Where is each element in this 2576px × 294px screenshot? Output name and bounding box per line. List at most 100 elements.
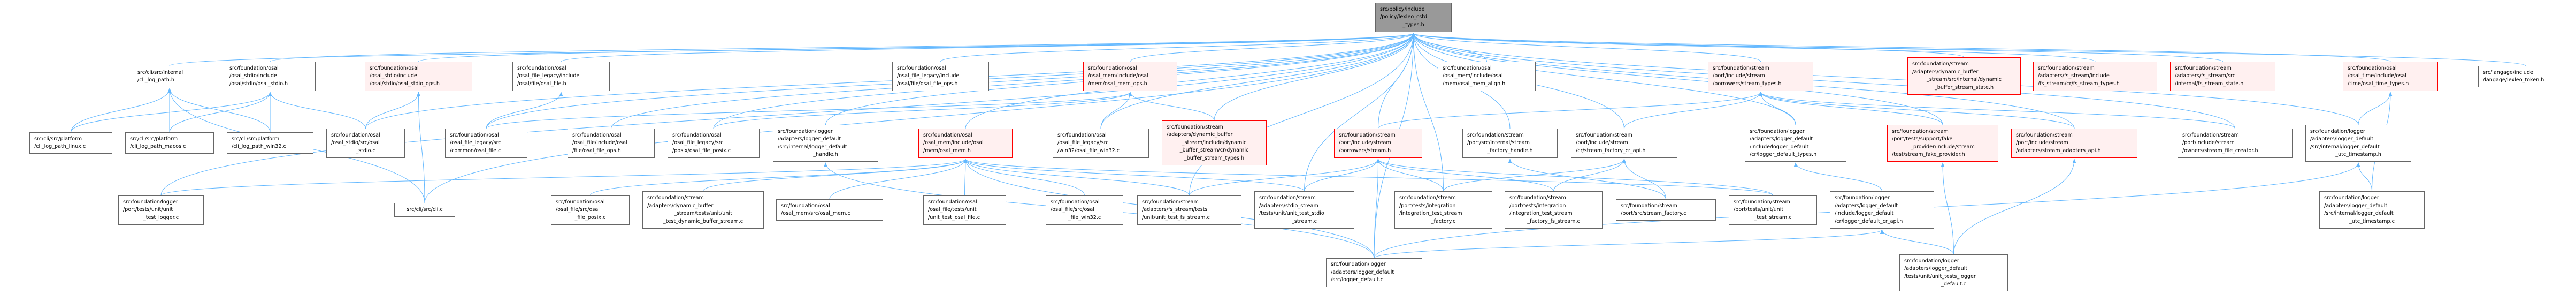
node-label-line: /mem/osal_mem_align.h: [1443, 80, 1506, 87]
node-label-line: /common/osal_file.c: [450, 147, 501, 154]
graph-node-cli-log-path-h[interactable]: src/cli/src/internal/cli_log_path.h: [133, 66, 206, 87]
node-label-line: /borrowers/stream.h: [1339, 147, 1391, 154]
node-label-line: _test_logger.c: [143, 214, 179, 221]
node-label-line: src/cli/src/cli.c: [407, 206, 443, 213]
graph-node-osal-file-h[interactable]: src/foundation/osal/osal_file_legacy/inc…: [512, 62, 610, 91]
graph-node-unit-test-stream-c[interactable]: src/foundation/stream/port/tests/unit/un…: [1729, 195, 1817, 225]
include-edge: [71, 88, 172, 133]
node-label-line: src/foundation/osal: [1443, 65, 1492, 71]
graph-node-stream-factory-c[interactable]: src/foundation/stream/port/src/stream_fa…: [1616, 199, 1716, 221]
graph-node-stream-factory-cr-api-h[interactable]: src/foundation/stream/port/include/strea…: [1571, 129, 1677, 158]
graph-node-osal-stdio-c[interactable]: src/foundation/osal/osal_stdio/src/osal_…: [326, 129, 405, 158]
node-label-line: /port/include/stream: [1339, 140, 1391, 146]
graph-node-cli-log-path-win32-c[interactable]: src/cli/src/platform/cli_log_path_win32.…: [227, 132, 313, 154]
graph-node-stream-h[interactable]: src/foundation/stream/port/include/strea…: [1334, 129, 1422, 158]
node-label-line: src/foundation/osal: [897, 65, 946, 71]
graph-node-osal-file-c[interactable]: src/foundation/osal/osal_file_legacy/src…: [445, 129, 527, 158]
include-edge: [713, 92, 1132, 129]
include-edge: [1189, 159, 1381, 196]
graph-node-lexleo-token-h[interactable]: src/langage/include/langage/lexleo_token…: [2478, 66, 2573, 87]
graph-node-logger-default-handle-h[interactable]: src/foundation/logger/adapters/logger_de…: [773, 125, 878, 162]
include-edge: [963, 159, 1190, 196]
node-label-line: _buffer_stream/cr/dynamic: [1179, 147, 1249, 154]
graph-node-unit-test-stdio-stream-c[interactable]: src/foundation/stream/adapters/stdio_str…: [1254, 191, 1354, 229]
graph-node-stream-file-creator-h[interactable]: src/foundation/stream/port/include/strea…: [2178, 129, 2293, 158]
graph-node-dbs-types-h[interactable]: src/foundation/stream/adapters/dynamic_b…: [1162, 120, 1267, 165]
node-label-line: /cr/stream_factory_cr_api.h: [1576, 147, 1646, 154]
graph-node-fs-stream-types-h[interactable]: src/foundation/stream/adapters/fs_stream…: [2033, 62, 2157, 91]
graph-node-integration-test-fs-c[interactable]: src/foundation/stream/port/tests/integra…: [1505, 191, 1603, 229]
graph-node-unit-test-dbs-c[interactable]: src/foundation/stream/adapters/dynamic_b…: [642, 191, 764, 229]
node-label-line: /include/logger_default: [1750, 144, 1809, 150]
graph-node-fake-provider-h[interactable]: src/foundation/stream/port/tests/support…: [1887, 125, 1998, 162]
graph-node-osal-file-ops-legacy-h[interactable]: src/foundation/osal/osal_file_legacy/inc…: [892, 62, 989, 91]
graph-node-unit-test-osal-file-c[interactable]: src/foundation/osal/osal_file/tests/unit…: [923, 195, 1006, 225]
graph-node-unit-tests-logger-default-c[interactable]: src/foundation/logger/adapters/logger_de…: [1899, 254, 2008, 291]
node-label-line: /adapters/stdio_stream: [1259, 202, 1318, 209]
graph-node-cli-log-path-macos-c[interactable]: src/cli/src/platform/cli_log_path_macos.…: [125, 132, 214, 154]
graph-node-osal-mem-align-h[interactable]: src/foundation/osal/osal_mem/include/osa…: [1438, 62, 1536, 91]
graph-node-osal-stdio-ops-h[interactable]: src/foundation/osal/osal_stdio/include/o…: [365, 62, 472, 91]
graph-node-fs-stream-state-h[interactable]: src/foundation/stream/adapters/fs_stream…: [2170, 62, 2275, 91]
include-edge: [1624, 92, 1763, 129]
include-edge: [486, 92, 1132, 129]
graph-node-cli-log-path-linux-c[interactable]: src/cli/src/platform/cli_log_path_linux.…: [29, 132, 112, 154]
graph-node-logger-default-cr-api-h[interactable]: src/foundation/logger/adapters/logger_de…: [1830, 191, 1934, 229]
node-label-line: src/foundation/osal: [229, 65, 279, 71]
node-label-line: _default.c: [1941, 281, 1966, 287]
node-label-line: /osal/file/osal_file.h: [517, 80, 566, 87]
node-label-line: /port/tests/unit/unit: [1734, 207, 1784, 213]
graph-node-root[interactable]: src/policy/include/policy/lexleo_cstd_ty…: [1375, 3, 1452, 32]
node-label-line: src/foundation/logger: [1835, 195, 1890, 201]
graph-node-utc-timestamp-h[interactable]: src/foundation/logger/adapters/logger_de…: [2305, 125, 2411, 162]
node-label-line: /osal_file_legacy/include: [517, 73, 580, 79]
graph-node-logger-default-c[interactable]: src/foundation/logger/adapters/logger_de…: [1326, 258, 1422, 287]
node-label-line: _test_stream.c: [1754, 214, 1792, 221]
include-edge: [1412, 33, 2096, 62]
graph-node-osal-stdio-h[interactable]: src/foundation/osal/osal_stdio/include/o…: [225, 62, 316, 91]
node-label-line: /adapters/logger_default: [778, 136, 841, 142]
graph-node-osal-file-win32-legacy-c[interactable]: src/foundation/osal/osal_file_legacy/src…: [1053, 129, 1149, 158]
node-label-line: _provider/include/stream: [1911, 144, 1975, 150]
graph-node-osal-mem-h[interactable]: src/foundation/osal/osal_mem/include/osa…: [918, 129, 1013, 158]
graph-node-cli-c[interactable]: src/cli/src/cli.c: [394, 203, 455, 217]
node-label-line: /cli_log_path_win32.c: [232, 144, 286, 149]
node-label-line: /adapters/logger_default: [1904, 266, 1968, 272]
graph-node-stream-types-h[interactable]: src/foundation/stream/port/include/strea…: [1708, 62, 1813, 91]
graph-node-adapters-api-h[interactable]: src/foundation/stream/port/include/strea…: [2011, 129, 2137, 158]
include-edge: [1304, 33, 1416, 192]
graph-node-integration-test-stream-factory-c[interactable]: src/foundation/stream/port/tests/integra…: [1394, 191, 1492, 229]
node-label-line: /osal_file_legacy/include: [897, 73, 960, 79]
graph-node-osal-file-ops-h[interactable]: src/foundation/osal/osal_file/include/os…: [568, 129, 655, 158]
node-label-line: _factory.c: [1431, 218, 1456, 224]
include-edge: [561, 33, 1415, 62]
graph-node-utc-timestamp-c[interactable]: src/foundation/logger/adapters/logger_de…: [2319, 191, 2425, 229]
include-edge: [963, 159, 1085, 196]
node-label-line: /integration_test_stream: [1399, 210, 1462, 216]
node-label-line: /integration_test_stream: [1509, 210, 1573, 216]
graph-node-logger-default-types-h[interactable]: src/foundation/logger/adapters/logger_de…: [1745, 125, 1846, 162]
graph-node-osal-mem-ops-h[interactable]: src/foundation/osal/osal_mem/include/osa…: [1083, 62, 1177, 91]
graph-node-osal-file-posix-c[interactable]: src/foundation/osal/osal_file/src/osal_f…: [551, 195, 630, 225]
graph-node-osal-mem-c[interactable]: src/foundation/osal/osal_mem/src/osal_me…: [776, 199, 883, 221]
node-label-line: src/langage/include: [2483, 69, 2533, 76]
include-edge: [418, 33, 1415, 62]
include-edge: [1953, 159, 2076, 255]
graph-node-osal-file-posix-legacy-c[interactable]: src/foundation/osal/osal_file_legacy/src…: [668, 129, 760, 158]
include-edge: [611, 33, 1415, 129]
graph-node-unit-test-logger-c[interactable]: src/foundation/logger/port/tests/unit/un…: [118, 195, 204, 225]
node-label-line: /time/osal_time_types.h: [2348, 80, 2409, 87]
node-label-line: /posix/osal_file_posix.c: [672, 147, 731, 154]
node-label-line: /port/include/stream: [2182, 140, 2235, 146]
include-edge: [424, 33, 1416, 203]
include-edge: [1100, 33, 1416, 129]
include-edge: [1411, 33, 1943, 125]
node-label-line: _stream/tests/unit/unit: [674, 210, 732, 216]
include-edge: [965, 33, 1416, 129]
node-label-line: /adapters/fs_stream/tests: [1142, 207, 1208, 213]
graph-node-osal-time-types-h[interactable]: src/foundation/osal/osal_time/include/os…: [2343, 62, 2438, 91]
graph-node-dbs-state-h[interactable]: src/foundation/stream/adapters/dynamic_b…: [1907, 57, 2021, 95]
graph-node-osal-file-win32-c[interactable]: src/foundation/osal/osal_file/src/osal_f…: [1046, 195, 1123, 225]
graph-node-stream-factory-handle-h[interactable]: src/foundation/stream/port/src/internal/…: [1462, 129, 1558, 158]
graph-node-unit-test-fs-stream-c[interactable]: src/foundation/stream/adapters/fs_stream…: [1137, 195, 1241, 225]
